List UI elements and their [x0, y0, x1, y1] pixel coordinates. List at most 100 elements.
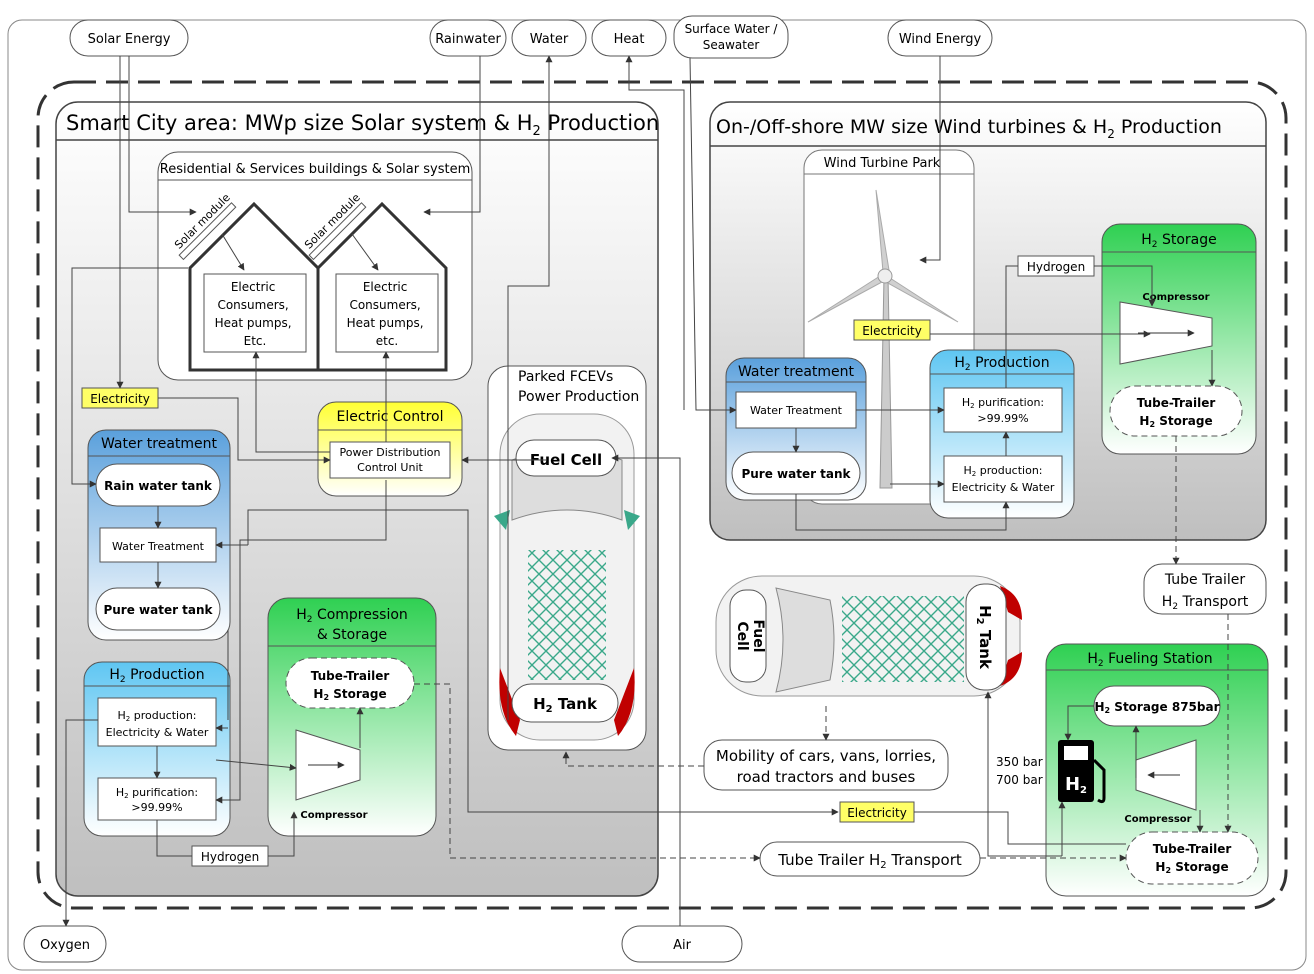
svg-text:Water treatment: Water treatment [738, 364, 855, 380]
svg-text:H2 Tank: H2 Tank [533, 695, 598, 715]
electricity-label-bottom: Electricity [839, 801, 915, 823]
h2-production-right: H2 Production H2 purification: >99.99% H… [929, 349, 1075, 519]
svg-text:Electricity: Electricity [862, 324, 922, 338]
battery-grid-icon [842, 596, 964, 682]
input-rainwater: Rainwater [429, 19, 507, 57]
h2-storage-right: H2 Storage Compressor Tube-Trailer H2 St… [1101, 223, 1257, 455]
svg-text:>99.99%: >99.99% [131, 801, 182, 814]
svg-text:Pure water tank: Pure water tank [741, 467, 851, 481]
svg-text:H2 Production: H2 Production [954, 355, 1049, 373]
svg-text:Heat: Heat [614, 32, 645, 47]
svg-text:Rain water tank: Rain water tank [104, 479, 213, 493]
svg-text:Fuel: Fuel [750, 619, 766, 652]
svg-text:H2 purification:: H2 purification: [962, 396, 1044, 410]
svg-text:Tube Trailer: Tube Trailer [1164, 572, 1245, 588]
flow-connectors [62, 55, 1216, 927]
svg-text:Water treatment: Water treatment [101, 436, 218, 452]
svg-text:Pure water tank: Pure water tank [103, 603, 213, 617]
svg-text:Compressor: Compressor [1142, 292, 1209, 303]
svg-text:Control Unit: Control Unit [357, 461, 423, 474]
svg-text:H2 Storage: H2 Storage [313, 687, 386, 702]
svg-text:Compressor: Compressor [1124, 814, 1191, 825]
svg-text:Electricity & Water: Electricity & Water [106, 726, 209, 739]
svg-text:Wind Turbine Park: Wind Turbine Park [824, 156, 941, 171]
svg-text:H2 Production: H2 Production [109, 667, 204, 685]
svg-text:H2 Fueling Station: H2 Fueling Station [1087, 651, 1212, 669]
tube-trailer-transport-bottom: Tube Trailer H2 Transport [759, 841, 981, 877]
svg-text:H2 Transport: H2 Transport [1162, 594, 1249, 612]
output-oxygen: Oxygen [23, 925, 107, 963]
input-solar: Solar Energy [69, 19, 189, 57]
svg-text:road tractors and buses: road tractors and buses [737, 768, 916, 786]
svg-text:Seawater: Seawater [703, 38, 760, 52]
svg-text:Power Distribution: Power Distribution [340, 446, 441, 459]
battery-grid-icon [528, 550, 606, 680]
electricity-label-left: Electricity [81, 387, 159, 409]
electricity-label-wind: Electricity [853, 319, 931, 341]
svg-text:Oxygen: Oxygen [40, 938, 90, 953]
svg-text:Electricity & Water: Electricity & Water [952, 481, 1055, 494]
svg-text:H2 Storage: H2 Storage [1141, 232, 1217, 250]
svg-text:Parked FCEVs: Parked FCEVs [518, 369, 613, 385]
svg-text:Hydrogen: Hydrogen [1027, 260, 1085, 274]
svg-text:Tube Trailer H2 Transport: Tube Trailer H2 Transport [777, 851, 962, 871]
svg-text:Hydrogen: Hydrogen [201, 850, 259, 864]
smart-city-title: Smart City area: MWp size Solar system &… [66, 111, 659, 139]
svg-text:Power Production: Power Production [518, 389, 639, 405]
hydrogen-label-right: Hydrogen [1017, 255, 1095, 277]
svg-text:H2 Storage: H2 Storage [1139, 414, 1212, 429]
svg-text:Water Treatment: Water Treatment [750, 404, 843, 417]
svg-text:& Storage: & Storage [317, 627, 387, 643]
svg-text:H2 Storage: H2 Storage [1155, 860, 1228, 875]
svg-text:700 bar: 700 bar [996, 773, 1043, 787]
consumers-right: Electric Consumers, Heat pumps, etc. [347, 280, 428, 348]
svg-text:Water: Water [530, 32, 569, 47]
svg-text:Tube-Trailer: Tube-Trailer [311, 669, 390, 683]
input-wind: Wind Energy [887, 19, 993, 57]
transport-connectors [414, 436, 1232, 862]
parked-fcev-panel: Parked FCEVs Power Production Fuel Cell … [487, 365, 647, 751]
svg-text:Water Treatment: Water Treatment [112, 540, 205, 553]
svg-text:>99.99%: >99.99% [977, 412, 1028, 425]
svg-text:350 bar: 350 bar [996, 755, 1043, 769]
svg-text:H2 purification:: H2 purification: [116, 786, 198, 800]
input-water: Water [511, 19, 587, 57]
svg-text:Tube-Trailer: Tube-Trailer [1137, 396, 1216, 410]
consumers-left: Electric Consumers, Heat pumps, Etc. [215, 280, 296, 348]
svg-text:H2 Tank: H2 Tank [974, 605, 994, 670]
h2-compression-storage: H2 Compression & Storage Tube-Trailer H2… [267, 597, 437, 837]
input-air: Air [621, 925, 743, 963]
svg-text:Electric Control: Electric Control [337, 409, 444, 425]
svg-text:Wind Energy: Wind Energy [899, 32, 982, 47]
electric-control-box: Electric Control Power Distribution Cont… [317, 401, 463, 497]
svg-text:Surface Water /: Surface Water / [685, 22, 779, 36]
svg-text:Cell: Cell [734, 621, 750, 650]
svg-text:Fuel Cell: Fuel Cell [530, 451, 602, 469]
input-heat: Heat [591, 19, 667, 57]
svg-text:H2 Storage 875bar: H2 Storage 875bar [1094, 700, 1219, 715]
svg-text:Compressor: Compressor [300, 810, 367, 821]
svg-text:Mobility of cars, vans, lorrie: Mobility of cars, vans, lorries, [716, 747, 936, 765]
svg-text:Electricity: Electricity [90, 392, 150, 406]
input-surface-water: Surface Water / Seawater [673, 15, 789, 59]
buildings-box: Residential & Services buildings & Solar… [157, 151, 473, 381]
svg-text:H2 production:: H2 production: [117, 709, 196, 723]
tube-trailer-transport-right: Tube Trailer H2 Transport [1143, 563, 1267, 615]
mobility-box: Mobility of cars, vans, lorries, road tr… [703, 739, 949, 791]
svg-text:Electricity: Electricity [847, 806, 907, 820]
fcev-car-middle: Fuel Cell H2 Tank [706, 566, 1030, 706]
svg-text:Rainwater: Rainwater [435, 32, 501, 47]
system-boundary [36, 80, 1288, 910]
svg-text:Residential & Services buildin: Residential & Services buildings & Solar… [160, 162, 470, 177]
h2-fueling-station: H2 Fueling Station H2 Storage 875bar H2 … [1045, 643, 1269, 897]
fuel-pump-icon: H2 [1058, 740, 1106, 804]
wind-title: On-/Off-shore MW size Wind turbines & H2… [716, 116, 1222, 141]
water-treatment-left: Water treatment Rain water tank Water Tr… [87, 429, 231, 641]
svg-text:Air: Air [673, 938, 692, 953]
svg-text:H2 production:: H2 production: [963, 464, 1042, 478]
svg-text:Tube-Trailer: Tube-Trailer [1153, 842, 1232, 856]
svg-text:Solar Energy: Solar Energy [88, 32, 171, 47]
hydrogen-label-left: Hydrogen [191, 845, 269, 867]
svg-text:H2 Compression: H2 Compression [296, 607, 408, 625]
